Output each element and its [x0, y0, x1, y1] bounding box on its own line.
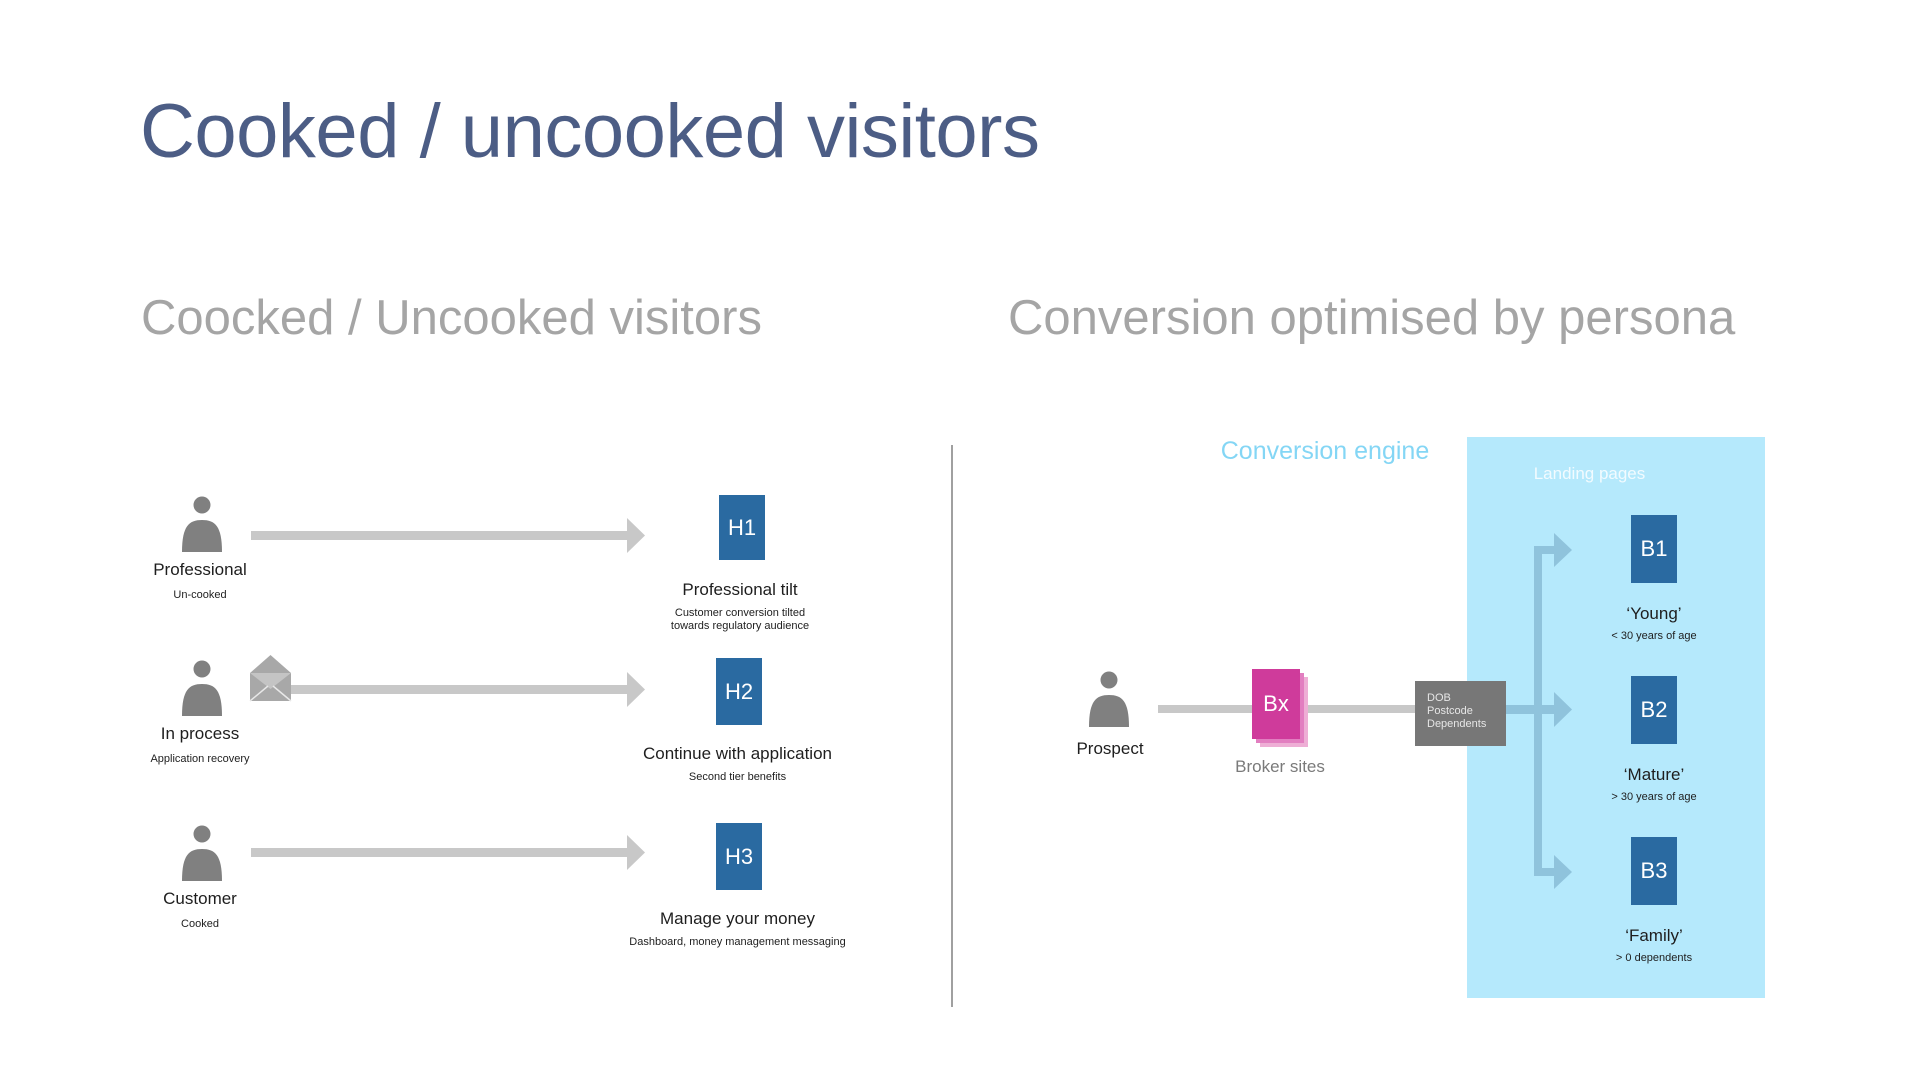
arrow-row-2	[288, 672, 645, 707]
b1-box: B1	[1631, 515, 1677, 583]
person-icon	[182, 660, 222, 716]
b3-box: B3	[1631, 837, 1677, 905]
person-label-professional: Professional	[153, 560, 247, 579]
left-subtitle: Coocked / Uncooked visitors	[141, 291, 762, 345]
arrow-row-3	[251, 835, 645, 870]
person-icon	[182, 825, 222, 881]
person-label-in-process: In process	[160, 724, 240, 743]
h2-box: H2	[716, 658, 762, 725]
b2-box: B2	[1631, 676, 1677, 744]
desc-line-1: Dashboard, money management messaging	[629, 936, 846, 948]
branch-vertical	[1534, 546, 1542, 876]
field-postcode: Postcode	[1427, 705, 1473, 717]
arrow-b2	[1506, 705, 1555, 714]
page-desc-mature: > 30 years of age	[1611, 791, 1697, 803]
field-dependents: Dependents	[1427, 718, 1487, 730]
field-dob: DOB	[1427, 692, 1451, 704]
page-name-young: ‘Young’	[1626, 604, 1682, 623]
bx-box: Bx	[1252, 669, 1300, 739]
person-icon	[1089, 671, 1129, 727]
person-sub-in-process: Application recovery	[150, 753, 250, 765]
heading-continue: Continue with application	[642, 744, 832, 763]
conversion-engine-label: Conversion engine	[1220, 437, 1430, 465]
left-arrows	[251, 518, 645, 870]
desc-line-1: Customer conversion tilted	[674, 607, 806, 619]
arrow-b3	[1534, 868, 1555, 876]
person-label-customer: Customer	[163, 889, 237, 908]
page-desc-young: < 30 years of age	[1611, 630, 1697, 642]
page-desc-family: > 0 dependents	[1615, 952, 1693, 964]
arrow-b1	[1534, 546, 1555, 554]
desc-line-1: Second tier benefits	[688, 771, 787, 783]
data-fields-box: DOB Postcode Dependents	[1415, 681, 1506, 746]
divider	[951, 445, 953, 1007]
landing-pages-panel	[1467, 437, 1765, 998]
person-icon	[182, 496, 222, 552]
arrow-row-1	[251, 518, 645, 553]
landing-pages-label: Landing pages	[1533, 464, 1646, 483]
page-title: Cooked / uncooked visitors	[140, 89, 1040, 174]
right-subtitle: Conversion optimised by persona	[1008, 291, 1736, 345]
person-sub-professional: Un-cooked	[173, 589, 227, 601]
heading-professional-tilt: Professional tilt	[682, 580, 798, 599]
envelope-icon	[249, 655, 292, 702]
desc-line-2: towards regulatory audience	[670, 620, 810, 632]
h1-box: H1	[719, 495, 765, 560]
page-name-mature: ‘Mature’	[1623, 765, 1685, 784]
person-sub-customer: Cooked	[181, 918, 219, 930]
broker-sites-label: Broker sites	[1235, 757, 1325, 776]
h3-box: H3	[716, 823, 762, 890]
prospect-label: Prospect	[1076, 739, 1144, 758]
heading-manage-money: Manage your money	[660, 909, 815, 928]
right-arrows	[1158, 533, 1572, 889]
page-name-family: ‘Family’	[1625, 926, 1683, 945]
